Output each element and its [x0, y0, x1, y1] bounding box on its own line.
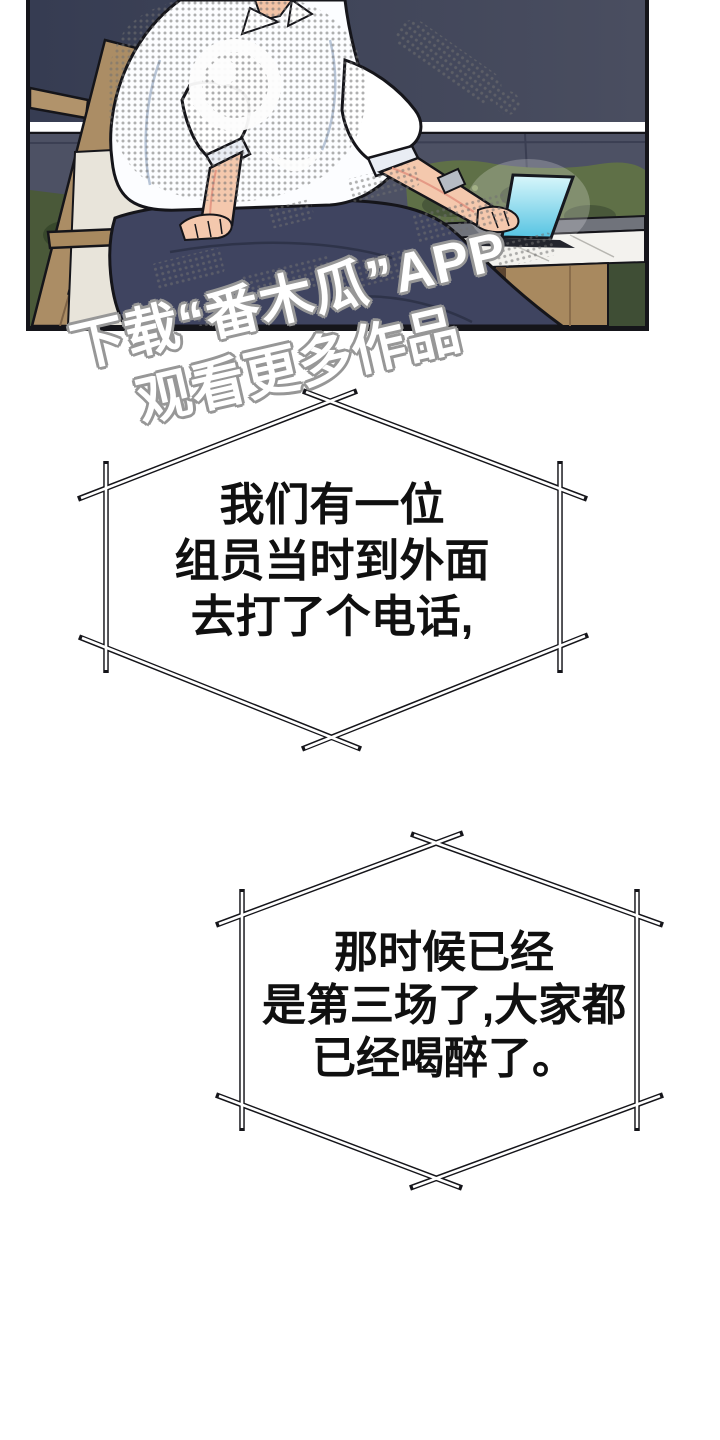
panel-art	[30, 0, 645, 326]
comic-panel-illustration	[26, 0, 649, 331]
bubble-2-line-3: 已经喝醉了。	[311, 1034, 576, 1083]
speech-bubble-1-text: 我们有一位 组员当时到外面 去打了个电话,	[174, 477, 489, 645]
bubble-2-line-2: 是第三场了,大家都	[261, 981, 627, 1030]
bubble-1-line-2: 组员当时到外面	[174, 535, 490, 586]
papaya-mascot-watermark-icon	[106, 0, 556, 326]
bubble-2-line-1: 那时候已经	[333, 928, 554, 977]
speech-bubble-2-text: 那时候已经 是第三场了,大家都 已经喝醉了。	[262, 926, 626, 1085]
bubble-1-line-3: 去打了个电话,	[190, 591, 474, 642]
bubble-1-line-1: 我们有一位	[219, 479, 445, 530]
